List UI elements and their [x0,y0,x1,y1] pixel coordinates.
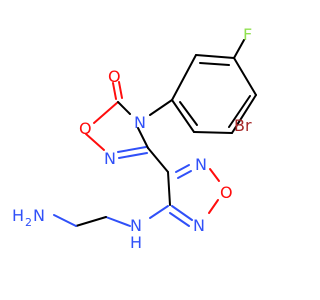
bond-c-o-ring [93,101,119,124]
bond-ring-6 [171,99,195,133]
bond-n-aryl-c [149,99,173,116]
furazan-ring [147,147,220,227]
bond-ring-3 [233,57,257,96]
oxadiazolone-ring [85,81,149,159]
bond-furazan-c-n-b [177,170,192,179]
molecule-structure: O O N N F Br N O N N H H 2 N [12,25,257,252]
atom-o-furazan: O [220,183,233,202]
atom-n-furazan-bottom: N [193,216,205,235]
bond-ring-6-inner [179,101,198,126]
bond-link-furazan [147,147,169,173]
atom-n-aryl: N [134,113,146,132]
bond-n-c-ring-a [117,146,147,153]
bond-ring-2-inner [199,62,230,66]
bond-ring-4 [231,94,257,134]
atom-n-ring: N [104,149,116,168]
bond-ring-1 [171,54,197,101]
atom-o-carbonyl: O [108,67,121,86]
bond-furazan-c-c [167,171,171,206]
atom-nh-h: H [130,233,142,252]
bond-c-o-carbonyl-a [112,82,117,100]
atom-o-ring: O [79,119,92,138]
atom-br: Br [234,116,252,135]
atom-n-furazan-top: N [195,155,207,174]
bond-n-c-ring-b [118,152,148,159]
bond-furazan-o-n [208,199,219,214]
atom-nh2-h: H [12,206,24,225]
bond-c-f [233,39,245,59]
phenyl-ring [149,39,257,134]
atom-nh-amine: N H [130,216,142,252]
bond-c-o-carbonyl-b [118,81,123,99]
bond-furazan-n-o [209,168,220,182]
atom-nh2: H 2 N [12,206,45,229]
bond-furazan-c-n-a [175,164,190,173]
bond-ring-5 [193,131,233,134]
bond-ch2-ch2 [75,216,107,227]
aminoethyl-chain [53,205,169,227]
bond-c-n-ring [137,127,149,149]
bond-ch2-nh2 [53,214,77,227]
bond-furazan-n-c-b [169,212,190,227]
bond-o-n-ring [85,133,105,151]
bond-c-nh [149,205,169,219]
atom-nh-n: N [130,216,142,235]
bond-ring-4-inner [228,95,251,128]
bond-c-n-aryl-ring [117,101,131,115]
atom-nh2-n: N [33,206,45,225]
bond-nh-ch2 [105,216,131,227]
atom-f: F [243,25,252,44]
bond-ring-2 [195,54,235,59]
bond-furazan-n-c-a [171,205,193,221]
atom-nh2-subscript: 2 [25,216,32,229]
